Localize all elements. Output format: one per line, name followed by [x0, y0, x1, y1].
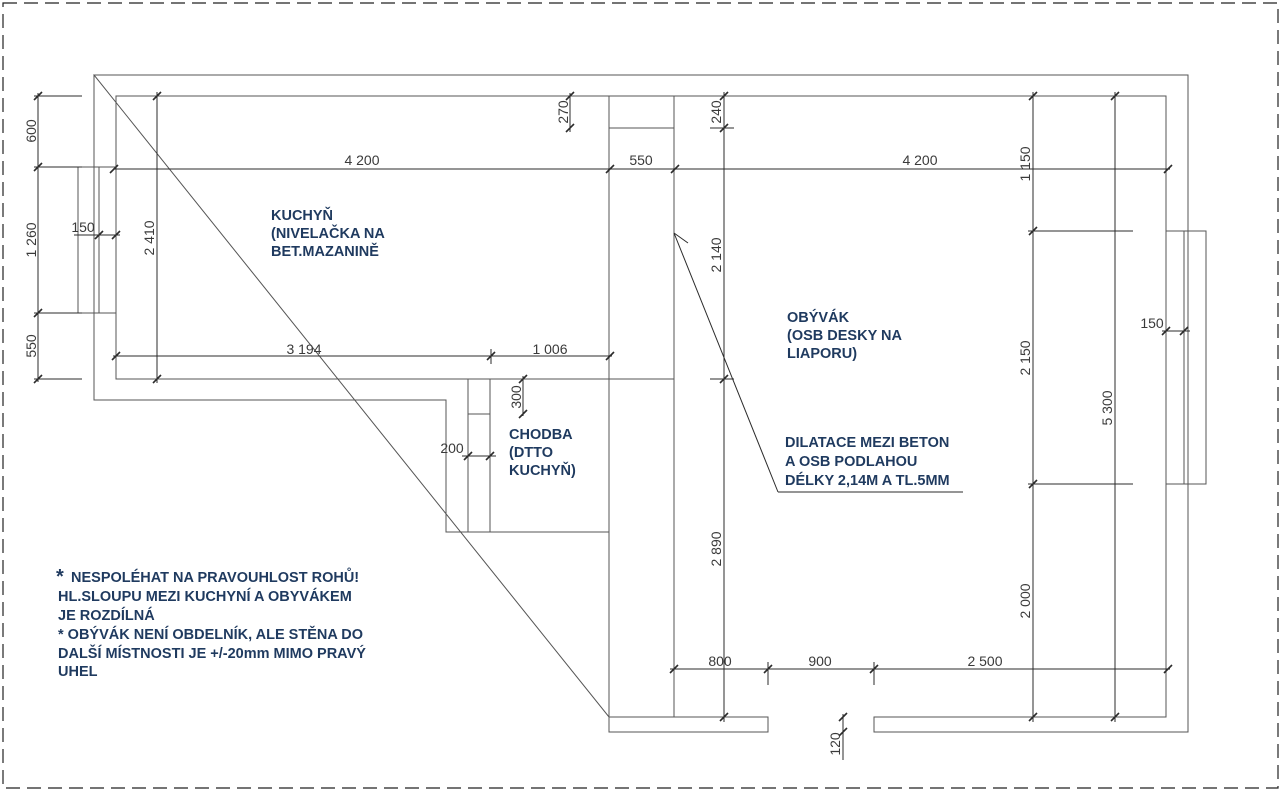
dim-hall-200: 200: [440, 440, 464, 456]
dim-bottom-900: 900: [808, 653, 832, 669]
dimension-lines: [33, 91, 1190, 760]
dimension-labels: 4 200 550 4 200 3 194 1 006 150 200 150 …: [23, 100, 1164, 756]
living-name: OBÝVÁK: [787, 308, 850, 326]
living-floor-line1: (OSB DESKY NA: [787, 328, 902, 344]
dim-window-right: 150: [1140, 315, 1164, 331]
dim-kitchen-bottom-b: 1 006: [532, 341, 567, 357]
notes-star: *: [56, 566, 64, 588]
room-label-living: OBÝVÁK (OSB DESKY NA LIAPORU): [787, 308, 902, 362]
living-floor-line2: LIAPORU): [787, 346, 857, 362]
dim-living-2890: 2 890: [708, 531, 724, 566]
dim-hall-300: 300: [508, 385, 524, 409]
notes-line1: NESPOLÉHAT NA PRAVOUHLOST ROHŮ!: [71, 567, 359, 586]
dilatation-line2: A OSB PODLAHOU: [785, 454, 917, 470]
dim-left-1260: 1 260: [23, 222, 39, 257]
dim-right-2150: 2 150: [1017, 340, 1033, 375]
dilatation-leader: [673, 232, 963, 493]
dilatation-note: DILATACE MEZI BETON A OSB PODLAHOU DÉLKY…: [785, 435, 950, 489]
room-label-kitchen: KUCHYŇ (NIVELAČKA NA BET.MAZANINĚ: [271, 206, 385, 260]
hall-floor-line1: (DTTO: [509, 445, 553, 461]
hall-name: CHODBA: [509, 427, 573, 443]
dim-left-600: 600: [23, 119, 39, 143]
dim-living-top-offset: 240: [708, 100, 724, 124]
dim-kitchen-top-length: 4 200: [344, 152, 379, 168]
dilatation-line3: DÉLKY 2,14M A TL.5MM: [785, 472, 950, 489]
kitchen-name: KUCHYŇ: [271, 206, 333, 224]
dim-right-5300: 5 300: [1099, 390, 1115, 425]
general-notes: * NESPOLÉHAT NA PRAVOUHLOST ROHŮ! HL.SLO…: [56, 566, 366, 680]
kitchen-floor-line1: (NIVELAČKA NA: [271, 224, 385, 242]
dim-bottom-800: 800: [708, 653, 732, 669]
dim-kitchen-depth: 2 410: [141, 220, 157, 255]
notes-line4: * OBÝVÁK NENÍ OBDELNÍK, ALE STĚNA DO: [58, 625, 363, 643]
notes-line3: JE ROZDÍLNÁ: [58, 607, 155, 624]
room-label-hall: CHODBA (DTTO KUCHYŇ): [509, 427, 576, 479]
notes-line6: UHEL: [58, 664, 98, 680]
dim-bottom-120: 120: [827, 732, 843, 756]
dim-bottom-2500: 2 500: [967, 653, 1002, 669]
walls: [77, 74, 1207, 733]
notes-line2: HL.SLOUPU MEZI KUCHYNÍ A OBYVÁKEM: [58, 588, 352, 605]
dim-window-left: 150: [71, 219, 95, 235]
dilatation-line1: DILATACE MEZI BETON: [785, 435, 949, 451]
notes-line5: DALŠÍ MÍSTNOSTI JE +/-20mm MIMO PRAVÝ: [58, 644, 366, 662]
dim-right-1150: 1 150: [1017, 146, 1033, 181]
hall-floor-line2: KUCHYŇ): [509, 461, 576, 479]
dim-living-top-length: 4 200: [902, 152, 937, 168]
dim-kitchen-bottom-a: 3 194: [286, 341, 321, 357]
dim-top-offset: 270: [555, 100, 571, 124]
kitchen-floor-line2: BET.MAZANINĚ: [271, 242, 379, 260]
dim-column-width: 550: [629, 152, 653, 168]
dim-right-2000: 2 000: [1017, 583, 1033, 618]
dim-left-550: 550: [23, 334, 39, 358]
dim-living-2140: 2 140: [708, 237, 724, 272]
